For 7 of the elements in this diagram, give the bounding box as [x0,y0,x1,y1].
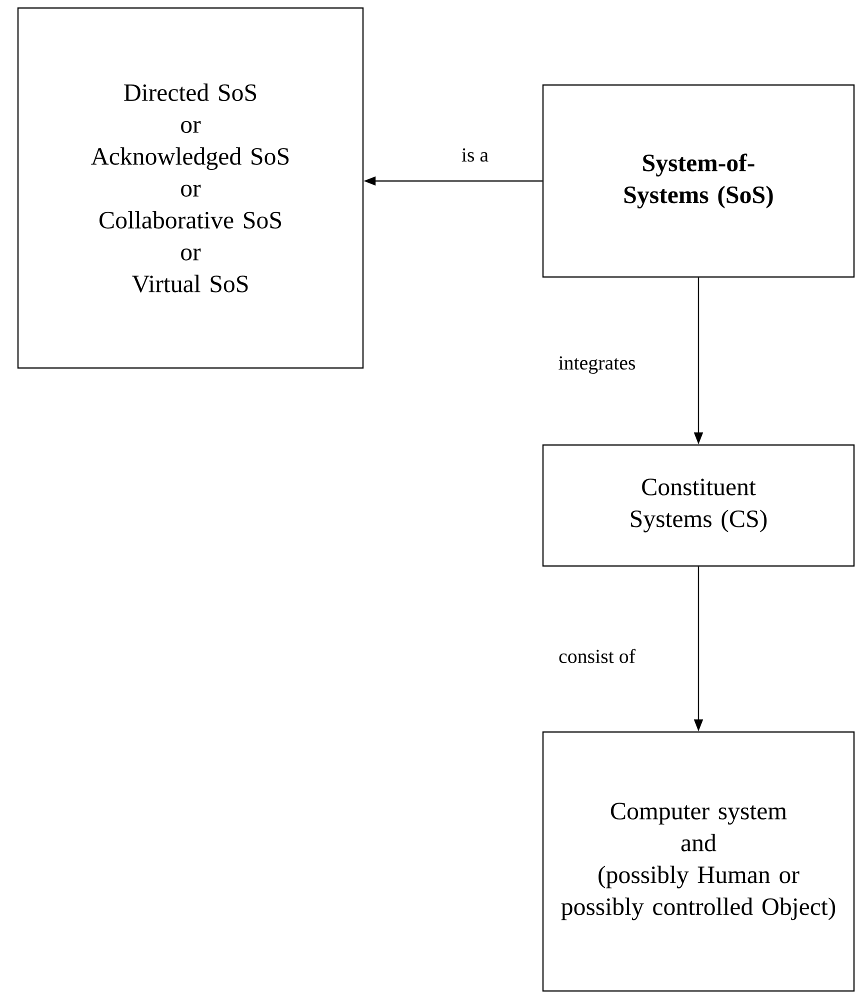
box: Directed SoS or Acknowledged SoS or Collaborative SoS or Virtual SoS [17,7,364,369]
edge-label: integrates [557,355,637,375]
box: Constituent Systems (CS) [542,444,855,567]
edge-label: is a [460,147,490,163]
box: System-of- Systems (SoS) [542,84,855,278]
edge-label: consist of [558,648,636,664]
box: Computer system and (possibly Human or possibly controlled Object) [542,731,855,992]
